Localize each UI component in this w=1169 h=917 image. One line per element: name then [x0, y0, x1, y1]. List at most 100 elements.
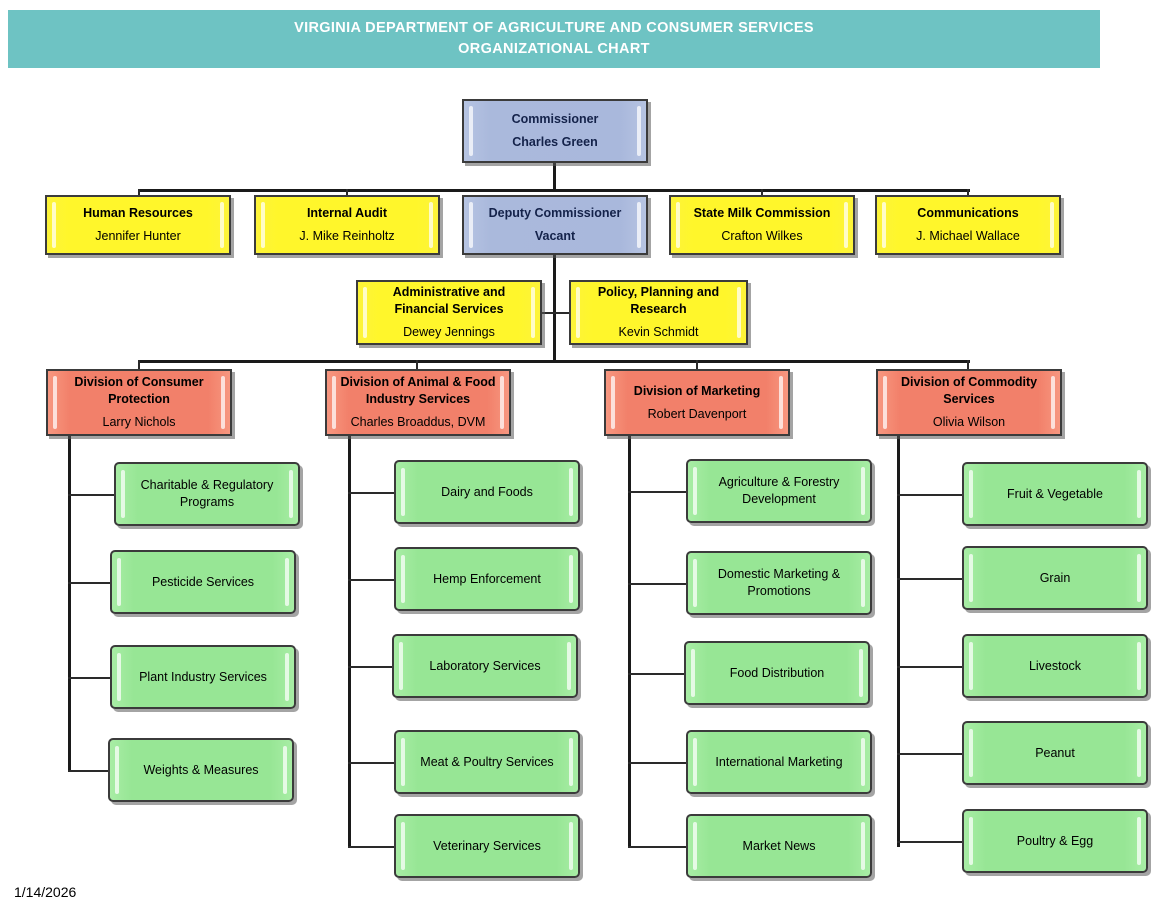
program-label: Domestic Marketing & Promotions — [717, 567, 841, 598]
connector-drop-internal-audit — [346, 189, 348, 196]
division-animal-food-industry-services-name: Charles Broaddus, DVM — [350, 415, 486, 429]
program-label: Plant Industry Services — [139, 669, 267, 684]
node-hemp-enforcement[interactable]: Hemp Enforcement — [394, 547, 580, 611]
state-milk-commission-title: State Milk Commission — [693, 206, 831, 220]
rung-c4-r2 — [897, 578, 962, 580]
connector-drop-division-3 — [696, 360, 698, 369]
program-label: Veterinary Services — [433, 838, 541, 853]
node-policy-planning-research[interactable]: Policy, Planning and Research Kevin Schm… — [569, 280, 748, 345]
connector-drop-division-1 — [138, 360, 140, 369]
node-human-resources[interactable]: Human Resources Jennifer Hunter — [45, 195, 231, 255]
rung-c3-r4 — [628, 762, 686, 764]
node-market-news[interactable]: Market News — [686, 814, 872, 878]
spine-column-3 — [628, 436, 631, 847]
node-charitable-regulatory-programs[interactable]: Charitable & Regulatory Programs — [114, 462, 300, 526]
division-marketing-title: Division of Marketing — [633, 383, 761, 398]
node-communications[interactable]: Communications J. Michael Wallace — [875, 195, 1061, 255]
rung-c4-r3 — [897, 666, 962, 668]
state-milk-commission-name: Crafton Wilkes — [721, 229, 803, 243]
rung-c4-r1 — [897, 494, 962, 496]
rung-c2-r2 — [348, 579, 396, 581]
program-label: Meat & Poultry Services — [420, 754, 554, 769]
rung-c3-r1 — [628, 491, 686, 493]
internal-audit-name: J. Mike Reinholtz — [299, 229, 395, 243]
program-label: Grain — [1039, 570, 1071, 585]
deputy-commissioner-title: Deputy Commissioner — [488, 206, 622, 220]
communications-title: Communications — [917, 206, 1019, 220]
program-label: Food Distribution — [729, 665, 825, 680]
connector-commissioner-drop — [553, 162, 556, 191]
node-agriculture-forestry-development[interactable]: Agriculture & Forestry Development — [686, 459, 872, 523]
spine-column-2 — [348, 436, 351, 847]
node-state-milk-commission[interactable]: State Milk Commission Crafton Wilkes — [669, 195, 855, 255]
communications-name: J. Michael Wallace — [916, 229, 1020, 243]
commissioner-title: Commissioner — [511, 112, 599, 126]
rung-c2-r5 — [348, 846, 396, 848]
program-label: Pesticide Services — [151, 574, 255, 589]
rung-c2-r3 — [348, 666, 396, 668]
node-deputy-commissioner[interactable]: Deputy Commissioner Vacant — [462, 195, 648, 255]
program-label: International Marketing — [715, 754, 843, 769]
rung-c4-r5 — [897, 841, 962, 843]
human-resources-name: Jennifer Hunter — [95, 229, 181, 243]
node-division-consumer-protection[interactable]: Division of Consumer Protection Larry Ni… — [46, 369, 232, 436]
node-fruit-vegetable[interactable]: Fruit & Vegetable — [962, 462, 1148, 526]
node-food-distribution[interactable]: Food Distribution — [684, 641, 870, 705]
division-commodity-services-title: Division of Commodity Services — [900, 375, 1038, 406]
node-veterinary-services[interactable]: Veterinary Services — [394, 814, 580, 878]
program-label: Weights & Measures — [143, 762, 259, 777]
program-label: Charitable & Regulatory Programs — [140, 478, 274, 509]
node-internal-audit[interactable]: Internal Audit J. Mike Reinholtz — [254, 195, 440, 255]
spine-column-4 — [897, 436, 900, 847]
rung-c2-r1 — [348, 492, 396, 494]
node-poultry-egg[interactable]: Poultry & Egg — [962, 809, 1148, 873]
rung-c3-r3 — [628, 673, 686, 675]
spine-column-1 — [68, 436, 71, 771]
node-administrative-financial-services[interactable]: Administrative and Financial Services De… — [356, 280, 542, 345]
internal-audit-title: Internal Audit — [306, 206, 388, 220]
connector-drop-communications — [967, 189, 969, 196]
connector-drop-human-resources — [138, 189, 140, 196]
program-label: Peanut — [1035, 745, 1075, 760]
program-label: Hemp Enforcement — [433, 571, 541, 586]
connector-commissioner-bus — [138, 189, 970, 192]
header-title-line-2: Organizational Chart — [458, 41, 650, 57]
division-consumer-protection-title: Division of Consumer Protection — [74, 375, 204, 406]
administrative-financial-services-title: Administrative and Financial Services — [392, 285, 506, 316]
node-international-marketing[interactable]: International Marketing — [686, 730, 872, 794]
node-domestic-marketing-promotions[interactable]: Domestic Marketing & Promotions — [686, 551, 872, 615]
rung-c1-r4 — [68, 770, 116, 772]
node-division-marketing[interactable]: Division of Marketing Robert Davenport — [604, 369, 790, 436]
node-meat-poultry-services[interactable]: Meat & Poultry Services — [394, 730, 580, 794]
program-label: Livestock — [1028, 658, 1082, 673]
node-livestock[interactable]: Livestock — [962, 634, 1148, 698]
division-marketing-name: Robert Davenport — [647, 406, 747, 421]
administrative-financial-services-name: Dewey Jennings — [403, 325, 495, 339]
connector-stub-policy-planning — [553, 312, 570, 314]
node-laboratory-services[interactable]: Laboratory Services — [392, 634, 578, 698]
division-animal-food-industry-services-title: Division of Animal & Food Industry Servi… — [340, 375, 496, 406]
node-plant-industry-services[interactable]: Plant Industry Services — [110, 645, 296, 709]
rung-c2-r4 — [348, 762, 396, 764]
node-weights-measures[interactable]: Weights & Measures — [108, 738, 294, 802]
rung-c1-r1 — [68, 494, 116, 496]
node-dairy-and-foods[interactable]: Dairy and Foods — [394, 460, 580, 524]
node-grain[interactable]: Grain — [962, 546, 1148, 610]
chart-date-stamp: 1/14/2026 — [14, 884, 77, 900]
node-division-commodity-services[interactable]: Division of Commodity Services Olivia Wi… — [876, 369, 1062, 436]
header-title-line-1: Virginia Department of Agriculture and C… — [294, 20, 814, 36]
node-peanut[interactable]: Peanut — [962, 721, 1148, 785]
connector-drop-state-milk-commission — [761, 189, 763, 196]
program-label: Agriculture & Forestry Development — [718, 475, 840, 506]
connector-division-bus — [138, 360, 970, 363]
program-label: Dairy and Foods — [441, 484, 533, 499]
node-commissioner[interactable]: Commissioner Charles Green — [462, 99, 648, 163]
division-commodity-services-name: Olivia Wilson — [932, 415, 1006, 429]
human-resources-title: Human Resources — [83, 206, 193, 220]
chart-header-banner: Virginia Department of Agriculture and C… — [8, 10, 1100, 68]
node-division-animal-food-industry-services[interactable]: Division of Animal & Food Industry Servi… — [325, 369, 511, 436]
connector-stub-admin-financial — [536, 312, 556, 314]
node-pesticide-services[interactable]: Pesticide Services — [110, 550, 296, 614]
rung-c3-r2 — [628, 583, 686, 585]
